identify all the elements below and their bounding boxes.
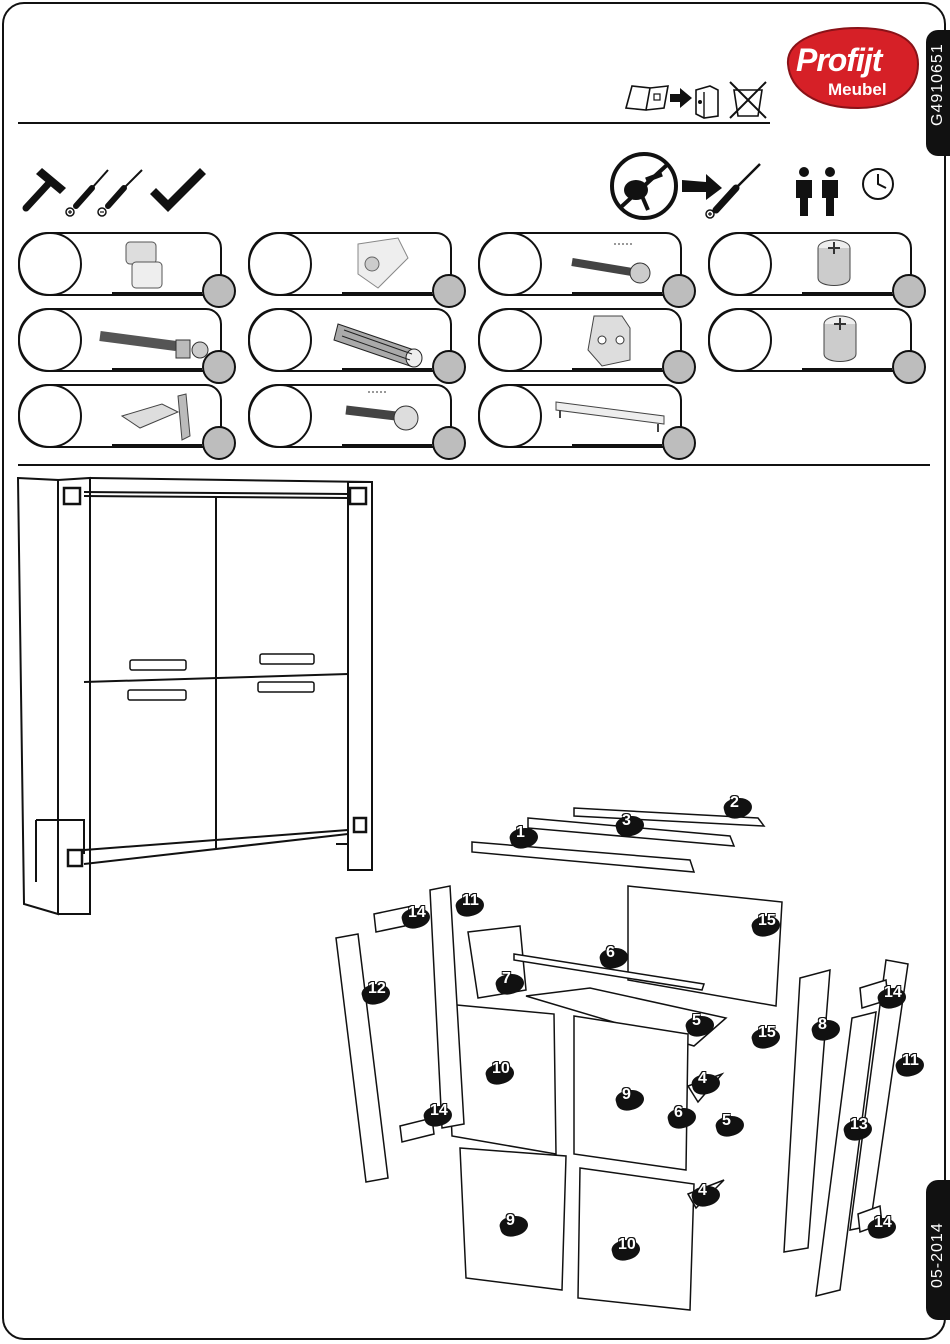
part-label: 14 [878,984,908,1008]
square-ruler-icon [150,168,206,212]
hardware-card [18,308,222,372]
assembled-cabinet [14,474,378,918]
part-label: 15 [752,1024,782,1048]
document-date: 05-2014 [929,1222,947,1288]
hardware-card [18,232,222,296]
cam-lock-icon [812,236,862,292]
brand-name: Profijt [796,42,881,79]
no-power-drill-icon [612,154,676,218]
part-label: 2 [724,794,754,818]
part-label: 15 [752,912,782,936]
manual-icon [626,86,668,110]
arrow-icon [682,174,722,200]
handle-icon [552,396,672,436]
part-label: 1 [510,824,540,848]
part-label: 4 [692,1182,722,1206]
hardware-card [18,384,222,448]
wood-screw-icon [570,242,660,288]
corner-bracket-icon [348,234,418,292]
hardware-card [248,232,452,296]
hardware-card [478,232,682,296]
hinge-icon [116,386,206,446]
part-label: 10 [612,1236,642,1260]
hardware-card [248,384,452,448]
hinge-plate-icon [582,310,642,370]
flat-screwdriver-icon [98,170,142,216]
part-label: 14 [424,1102,454,1126]
part-label: 13 [844,1116,874,1140]
part-label: 4 [692,1070,722,1094]
cam-lock-icon [818,312,868,368]
part-label: 14 [868,1214,898,1238]
part-label: 7 [496,970,526,994]
part-label: 9 [616,1086,646,1110]
machine-screw-icon [340,390,430,440]
arrow-icon [670,88,692,108]
part-label: 14 [402,904,432,928]
dowel-connector-icon [116,236,206,294]
hardware-card [708,308,912,372]
header-icons [622,78,772,120]
hardware-card [708,232,912,296]
part-label: 6 [668,1104,698,1128]
part-label: 3 [616,812,646,836]
section-rule [18,464,930,466]
cam-bolt-icon [96,318,216,364]
part-label: 12 [362,980,392,1004]
part-label: 5 [716,1112,746,1136]
binder-icon [696,86,718,118]
side-tab-code: G4910651 [926,30,950,156]
part-label: 5 [686,1012,716,1036]
hardware-card [248,308,452,372]
hardware-card [478,384,682,448]
hardware-card [478,308,682,372]
hammer-icon [26,168,66,208]
tools-right [606,150,906,222]
header-rule [18,122,770,124]
tools-row [22,160,212,220]
no-recycle-icon [730,82,766,118]
part-label: 11 [896,1052,926,1076]
side-tab-date: 05-2014 [926,1180,950,1320]
part-label: 10 [486,1060,516,1084]
brand-sub: Meubel [828,80,887,100]
wood-dowel-icon [332,312,432,370]
part-label: 11 [456,892,486,916]
clock-icon [863,169,893,199]
part-label: 6 [600,944,630,968]
part-label: 8 [812,1016,842,1040]
part-label: 9 [500,1212,530,1236]
two-persons-icon [796,167,838,216]
document-code: G4910651 [929,43,947,126]
